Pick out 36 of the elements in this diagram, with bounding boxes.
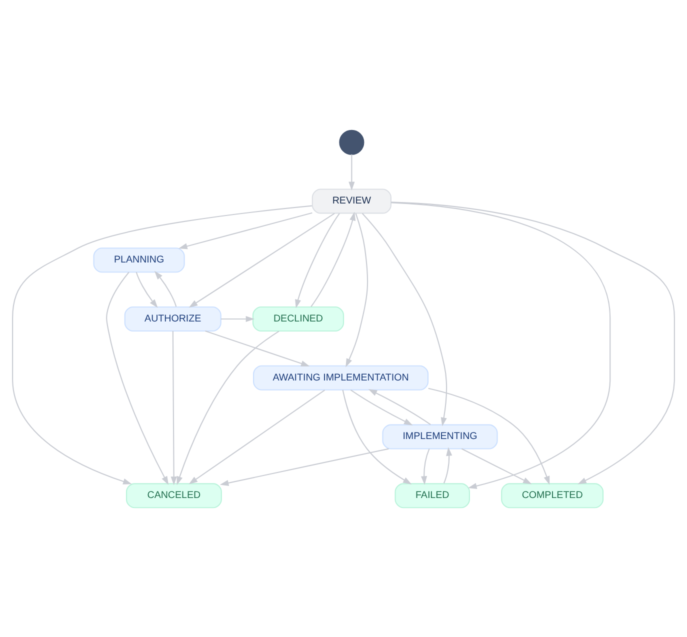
node-box: FAILED xyxy=(394,482,470,508)
node-circle xyxy=(339,129,364,154)
arrow xyxy=(342,389,412,484)
arrow xyxy=(176,330,280,485)
node-box: REVIEW xyxy=(312,188,392,214)
node-box: DECLINED xyxy=(252,306,344,332)
arrow xyxy=(346,212,368,367)
arrow xyxy=(420,448,430,484)
node-box: PLANNING xyxy=(93,247,185,272)
arrow xyxy=(391,202,611,488)
arrow xyxy=(428,387,550,484)
arrow xyxy=(106,271,169,484)
node-box: AWAITING IMPLEMENTATION xyxy=(253,364,429,390)
arrow xyxy=(310,211,356,306)
arrow xyxy=(348,154,355,190)
arrow xyxy=(178,212,312,249)
arrow xyxy=(368,388,431,425)
arrow xyxy=(220,315,255,322)
node-box: IMPLEMENTING xyxy=(382,424,498,449)
arrow xyxy=(12,204,312,484)
arrow xyxy=(154,270,177,306)
arrow xyxy=(136,271,158,308)
arrow xyxy=(295,212,340,308)
node-box: CANCELED xyxy=(126,482,222,508)
node-box: COMPLETED xyxy=(501,482,604,508)
arrow xyxy=(443,446,452,483)
arrow xyxy=(461,448,532,484)
arrow xyxy=(391,201,675,484)
arrow xyxy=(205,330,310,366)
arrow xyxy=(350,388,413,425)
arrow xyxy=(220,448,389,486)
arrow xyxy=(188,389,326,484)
arrow xyxy=(362,212,448,426)
arrow xyxy=(170,330,177,485)
node-box: AUTHORIZE xyxy=(124,306,222,332)
arrow xyxy=(188,212,335,308)
